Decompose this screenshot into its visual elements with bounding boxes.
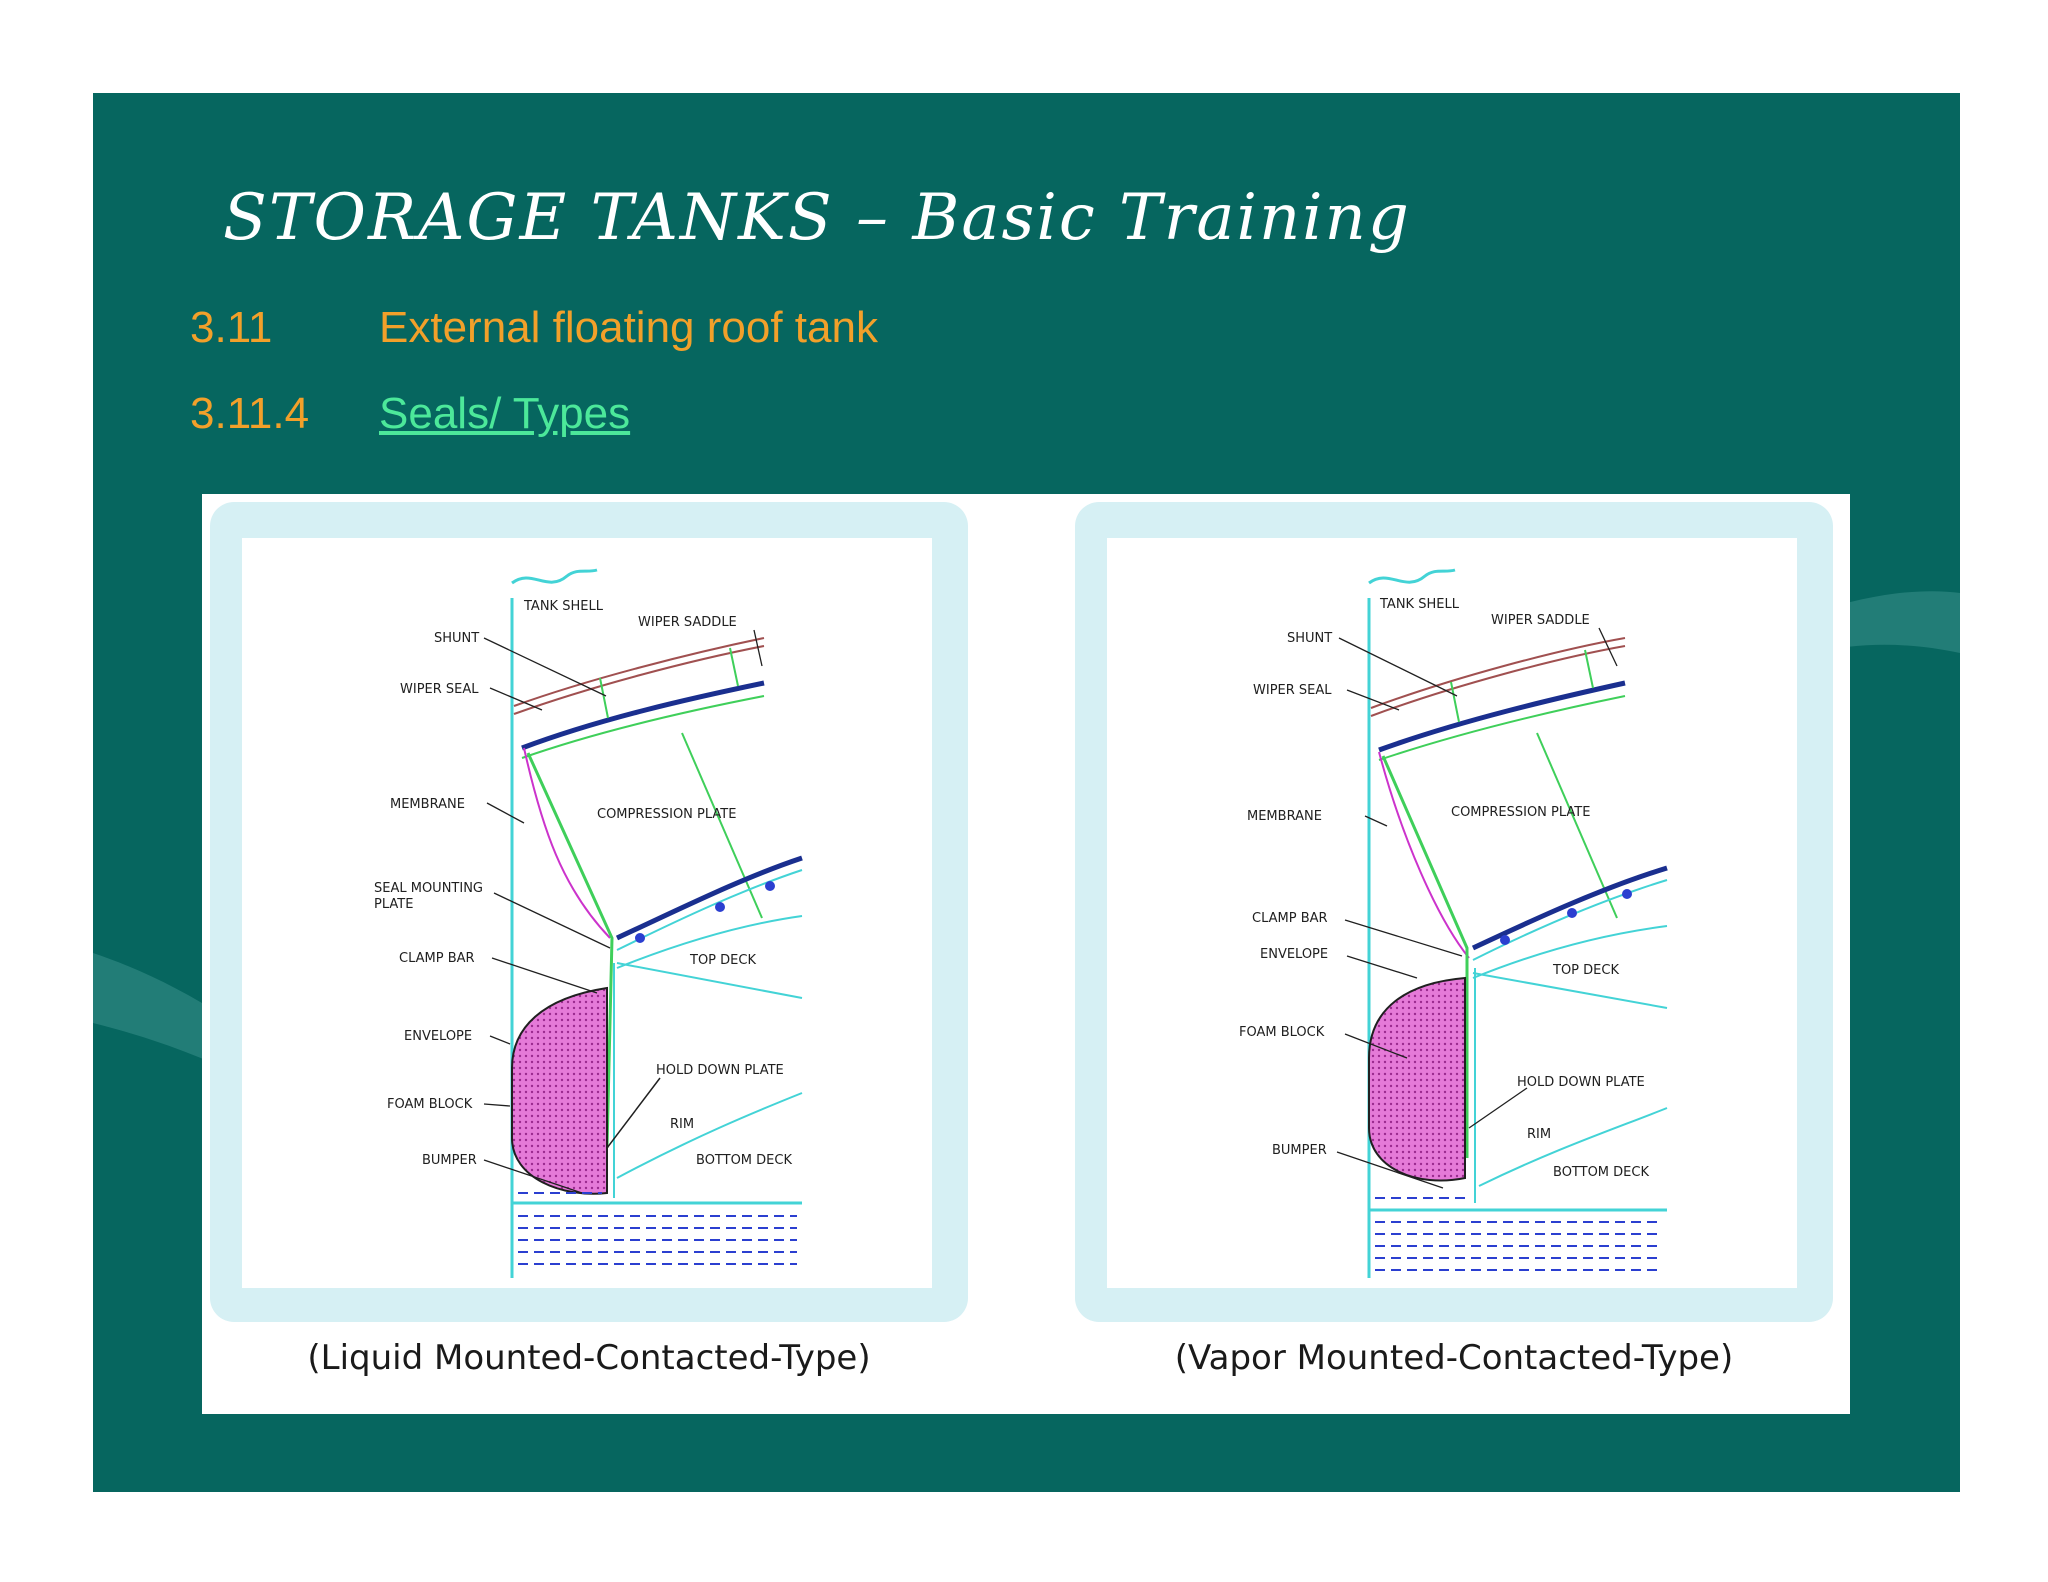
label-membrane: MEMBRANE [390, 797, 465, 812]
label-bumper: BUMPER [422, 1153, 477, 1168]
label-clamp-bar: CLAMP BAR [399, 951, 475, 966]
label-bottom-deck: BOTTOM DECK [696, 1153, 792, 1168]
liquid-mounted-seal-diagram: TANK SHELL WIPER SADDLE SHUNT WIPER SEAL… [374, 568, 803, 1278]
label-rim: RIM [1527, 1127, 1551, 1142]
label-shunt: SHUNT [434, 631, 479, 646]
label-envelope: ENVELOPE [1260, 947, 1328, 962]
section-number: 3.11 [190, 303, 273, 352]
label-seal-mounting-plate: PLATE [374, 897, 413, 912]
label-tank-shell: TANK SHELL [523, 599, 604, 614]
label-bottom-deck: BOTTOM DECK [1553, 1165, 1649, 1180]
liquid-mounted-drawing-area: TANK SHELL WIPER SADDLE SHUNT WIPER SEAL… [242, 538, 932, 1288]
label-foam-block: FOAM BLOCK [1239, 1025, 1325, 1040]
label-top-deck: TOP DECK [689, 953, 756, 968]
vapor-mounted-seal-diagram: TANK SHELL WIPER SADDLE SHUNT WIPER SEAL… [1239, 568, 1668, 1278]
label-clamp-bar: CLAMP BAR [1252, 911, 1328, 926]
label-bumper: BUMPER [1272, 1143, 1327, 1158]
slide-title: STORAGE TANKS – Basic Training [223, 181, 1411, 255]
label-top-deck: TOP DECK [1552, 963, 1619, 978]
section-title: External floating roof tank [379, 303, 878, 352]
label-wiper-seal: WIPER SEAL [400, 682, 479, 697]
label-envelope: ENVELOPE [404, 1029, 472, 1044]
label-wiper-saddle: WIPER SADDLE [638, 615, 737, 630]
subsection-number: 3.11.4 [190, 389, 310, 438]
liquid-mounted-caption: (Liquid Mounted-Contacted-Type) [307, 1338, 871, 1378]
vapor-mounted-panel: TANK SHELL WIPER SADDLE SHUNT WIPER SEAL… [1075, 502, 1833, 1322]
liquid-mounted-panel: TANK SHELL WIPER SADDLE SHUNT WIPER SEAL… [210, 502, 968, 1322]
label-shunt: SHUNT [1287, 631, 1332, 646]
label-tank-shell: TANK SHELL [1379, 597, 1460, 612]
label-compression-plate: COMPRESSION PLATE [597, 807, 736, 822]
subsection-link[interactable]: Seals/ Types [379, 389, 631, 438]
label-hold-down-plate: HOLD DOWN PLATE [1517, 1075, 1645, 1090]
label-rim: RIM [670, 1117, 694, 1132]
label-membrane: MEMBRANE [1247, 809, 1322, 824]
seal-types-figure: TANK SHELL WIPER SADDLE SHUNT WIPER SEAL… [202, 494, 1850, 1414]
label-wiper-seal: WIPER SEAL [1253, 683, 1332, 698]
vapor-mounted-drawing-area: TANK SHELL WIPER SADDLE SHUNT WIPER SEAL… [1107, 538, 1797, 1288]
slide: STORAGE TANKS – Basic Training 3.11 Exte… [93, 93, 1960, 1492]
vapor-mounted-caption: (Vapor Mounted-Contacted-Type) [1174, 1338, 1734, 1378]
label-hold-down-plate: HOLD DOWN PLATE [656, 1063, 784, 1078]
label-wiper-saddle: WIPER SADDLE [1491, 613, 1590, 628]
label-seal-mounting: SEAL MOUNTING [374, 881, 483, 896]
label-foam-block: FOAM BLOCK [387, 1097, 473, 1112]
label-compression-plate: COMPRESSION PLATE [1451, 805, 1590, 820]
